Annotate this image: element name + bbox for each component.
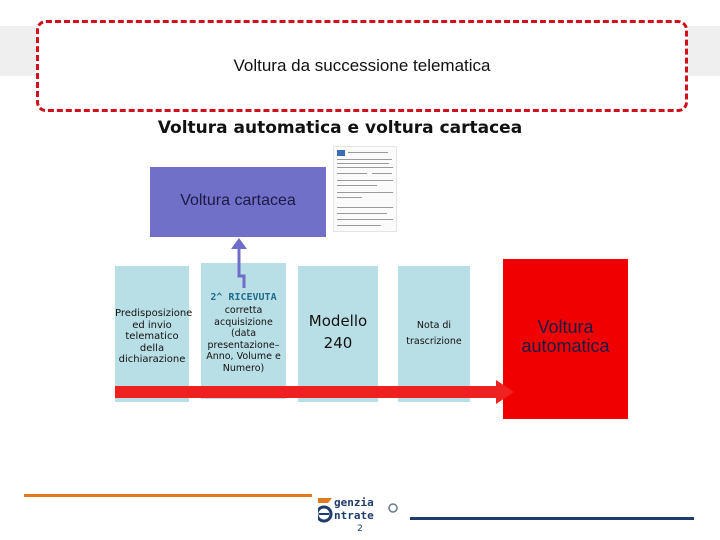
slide-subtitle: Voltura automatica e voltura cartacea xyxy=(157,118,523,138)
timeline-arrow-shaft xyxy=(115,386,500,398)
voltura-automatica-line1: Voltura xyxy=(537,317,594,337)
form-thumbnail xyxy=(333,146,397,232)
stage-1-label: Predisposizione ed invio telematico dell… xyxy=(115,308,193,365)
form-logo-icon xyxy=(337,150,345,156)
stage-predisposizione xyxy=(115,266,189,402)
voltura-cartacea-label: Voltura cartacea xyxy=(180,192,296,209)
stage-2-heading: 2^ RICEVUTA xyxy=(210,292,277,303)
title-frame xyxy=(36,20,688,112)
brand-line2: ntrate xyxy=(334,509,374,522)
voltura-automatica-label: Voltura automatica xyxy=(503,318,628,356)
elbow-arrowhead xyxy=(231,238,247,249)
elbow-arrow xyxy=(237,248,246,288)
timeline-arrowhead xyxy=(496,380,514,404)
stage-modello-240 xyxy=(298,266,378,402)
page-number: 2 xyxy=(357,524,363,534)
stage-3-line1: Modello xyxy=(308,312,368,330)
stage-4-line2: trascrizione xyxy=(406,336,462,347)
stage-3-label: Modello 240 xyxy=(298,310,378,354)
voltura-cartacea-box xyxy=(150,167,326,237)
agenzia-entrate-logo-icon xyxy=(318,498,398,523)
footer-orange-rule xyxy=(24,494,312,497)
stage-2-label: corretta acquisizione (data presentazion… xyxy=(206,305,281,374)
stage-3-line2: 240 xyxy=(323,334,353,352)
voltura-automatica-line2: automatica xyxy=(521,336,610,356)
brand-line1: genzia xyxy=(334,496,374,509)
stage-4-label: Nota di trascrizione xyxy=(398,318,470,350)
voltura-automatica-box xyxy=(503,259,628,419)
slide-title: Voltura da successione telematica xyxy=(233,56,491,75)
stage-4-line1: Nota di xyxy=(416,320,452,331)
footer-navy-rule xyxy=(410,517,694,520)
stage-nota-trascrizione xyxy=(398,266,470,402)
